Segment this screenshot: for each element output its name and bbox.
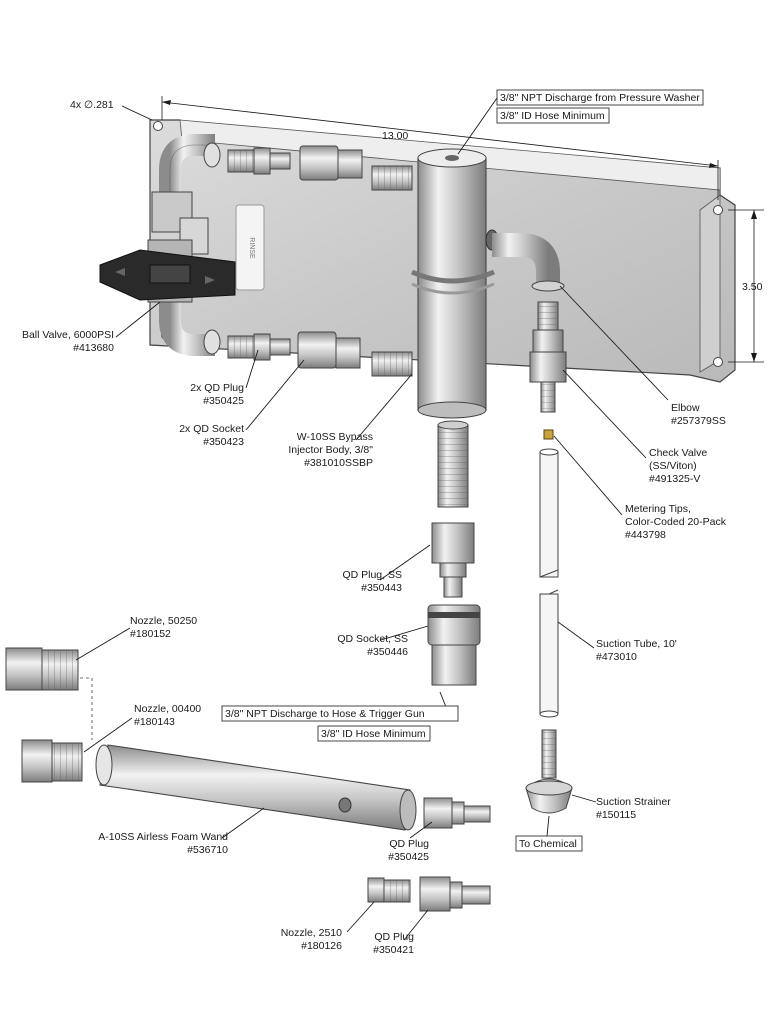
suction-strainer xyxy=(525,729,573,814)
svg-text:#257379SS: #257379SS xyxy=(671,415,726,427)
box-npt-washer xyxy=(496,89,704,106)
nozzle-50250 xyxy=(5,647,79,691)
label-hose-min-top: 3/8" ID Hose Minimum xyxy=(500,110,605,122)
svg-text:#150115: #150115 xyxy=(596,809,636,821)
svg-text:#350425: #350425 xyxy=(203,395,244,407)
left-manifold xyxy=(99,134,236,356)
callout-qd-plug-wand: QD Plug #350425 xyxy=(388,838,429,863)
callout-injector-body: W-10SS Bypass Injector Body, 3/8" #38101… xyxy=(288,431,373,469)
suction-tube xyxy=(539,448,559,718)
callout-elbow: Elbow #257379SS xyxy=(671,402,726,427)
svg-text:#180126: #180126 xyxy=(301,940,342,952)
injector-body xyxy=(410,148,499,419)
callout-foam-wand: A-10SS Airless Foam Wand #536710 xyxy=(98,831,228,856)
dim-holes: 4x ∅.281 xyxy=(70,99,114,111)
svg-text:#413680: #413680 xyxy=(73,342,114,354)
box-npt-gun xyxy=(221,705,459,722)
upper-qd-row xyxy=(227,145,413,191)
svg-text:2x QD Socket: 2x QD Socket xyxy=(179,423,244,435)
svg-text:Nozzle, 00400: Nozzle, 00400 xyxy=(134,703,201,715)
svg-text:Color-Coded 20-Pack: Color-Coded 20-Pack xyxy=(625,516,727,528)
dim-width: 13.00 xyxy=(382,130,408,142)
callout-nozzle-2510: Nozzle, 2510 #180126 xyxy=(281,927,342,952)
leader-lines xyxy=(75,97,669,941)
callout-qd-plug-2x: 2x QD Plug #350425 xyxy=(190,382,244,407)
svg-text:Nozzle, 50250: Nozzle, 50250 xyxy=(130,615,197,627)
box-hose-min-bottom xyxy=(317,725,431,742)
svg-text:2x QD Plug: 2x QD Plug xyxy=(190,382,244,394)
callout-check-valve: Check Valve (SS/Viton) #491325-V xyxy=(649,447,707,485)
svg-text:#381010SSBP: #381010SSBP xyxy=(304,457,373,469)
svg-text:Suction Tube, 10': Suction Tube, 10' xyxy=(596,638,677,650)
svg-text:Suction Strainer: Suction Strainer xyxy=(596,796,671,808)
svg-text:(SS/Viton): (SS/Viton) xyxy=(649,460,697,472)
svg-text:#536710: #536710 xyxy=(187,844,228,856)
lower-qd-row xyxy=(227,331,413,377)
foam-wand xyxy=(95,744,417,831)
callout-nozzle-00400: Nozzle, 00400 #180143 xyxy=(134,703,201,728)
svg-text:Nozzle, 2510: Nozzle, 2510 xyxy=(281,927,342,939)
qd-plug-350421 xyxy=(419,876,491,912)
qd-plug-ss xyxy=(431,522,475,598)
qd-plug-wand xyxy=(423,797,491,829)
callout-suction-tube: Suction Tube, 10' #473010 xyxy=(596,638,677,663)
svg-text:#350425: #350425 xyxy=(388,851,429,863)
callout-nozzle-50250: Nozzle, 50250 #180152 xyxy=(130,615,197,640)
mount-hole xyxy=(713,205,723,215)
check-valve xyxy=(529,301,567,413)
callout-ball-valve: Ball Valve, 6000PSI #413680 xyxy=(22,329,114,354)
svg-text:#491325-V: #491325-V xyxy=(649,473,700,485)
svg-text:QD Plug: QD Plug xyxy=(374,931,414,943)
rinse-decal xyxy=(235,204,265,291)
svg-text:#350421: #350421 xyxy=(373,944,414,956)
callout-suction-strainer: Suction Strainer #150115 xyxy=(596,796,671,821)
box-hose-min-top xyxy=(496,107,610,124)
metering-tip xyxy=(543,429,554,440)
svg-text:#350446: #350446 xyxy=(367,646,408,658)
label-to-chemical: To Chemical xyxy=(519,838,577,850)
svg-text:Injector Body, 3/8": Injector Body, 3/8" xyxy=(288,444,373,456)
nozzle-00400 xyxy=(21,739,83,783)
dim-height: 3.50 xyxy=(742,281,763,293)
svg-text:#180143: #180143 xyxy=(134,716,175,728)
mount-hole xyxy=(713,357,723,367)
svg-text:RINSE: RINSE xyxy=(248,237,255,259)
elbow-fitting xyxy=(492,233,565,292)
svg-text:QD Plug: QD Plug xyxy=(389,838,429,850)
center-nipple xyxy=(437,420,469,508)
svg-text:#473010: #473010 xyxy=(596,651,637,663)
label-hose-min-bottom: 3/8" ID Hose Minimum xyxy=(321,728,426,740)
label-npt-gun: 3/8" NPT Discharge to Hose & Trigger Gun xyxy=(225,708,425,720)
svg-text:Ball Valve, 6000PSI: Ball Valve, 6000PSI xyxy=(22,329,114,341)
callout-qd-plug-ss: QD Plug, SS #350443 xyxy=(342,569,402,594)
svg-text:A-10SS Airless Foam Wand: A-10SS Airless Foam Wand xyxy=(98,831,228,843)
nozzle-2510 xyxy=(367,877,411,903)
dimension-lines xyxy=(121,96,764,363)
svg-text:W-10SS Bypass: W-10SS Bypass xyxy=(297,431,373,443)
callout-qd-socket-2x: 2x QD Socket #350423 xyxy=(179,423,244,448)
svg-text:QD Socket, SS: QD Socket, SS xyxy=(337,633,408,645)
svg-text:Elbow: Elbow xyxy=(671,402,700,414)
callout-qd-socket-ss: QD Socket, SS #350446 xyxy=(337,633,408,658)
box-to-chemical xyxy=(515,835,583,852)
mount-hole xyxy=(153,121,163,131)
svg-text:QD Plug, SS: QD Plug, SS xyxy=(342,569,402,581)
svg-text:#350443: #350443 xyxy=(361,582,402,594)
svg-text:Metering Tips,: Metering Tips, xyxy=(625,503,691,515)
label-npt-washer: 3/8" NPT Discharge from Pressure Washer xyxy=(500,92,700,104)
svg-text:#180152: #180152 xyxy=(130,628,171,640)
svg-text:#443798: #443798 xyxy=(625,529,666,541)
svg-text:Check Valve: Check Valve xyxy=(649,447,707,459)
callout-qd-plug-350421: QD Plug #350421 xyxy=(373,931,414,956)
qd-socket-ss xyxy=(427,604,481,686)
svg-text:#350423: #350423 xyxy=(203,436,244,448)
callout-metering-tips: Metering Tips, Color-Coded 20-Pack #4437… xyxy=(625,503,727,541)
